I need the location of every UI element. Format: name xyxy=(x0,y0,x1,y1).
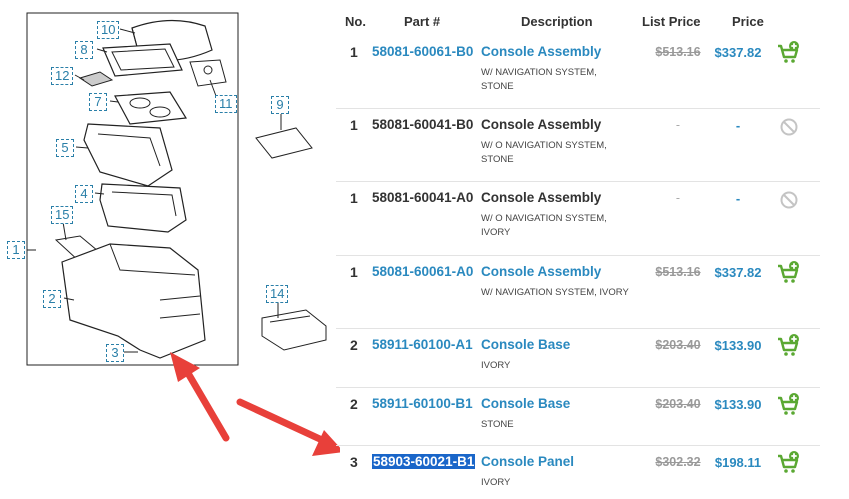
table-row: 1 58081-60041-A0 Console Assembly W/ O NAVI… xyxy=(336,182,820,256)
callout-5[interactable]: 5 xyxy=(56,139,74,157)
part-note: STONE xyxy=(481,419,514,430)
console-exploded-view xyxy=(26,12,340,456)
callout-7[interactable]: 7 xyxy=(89,93,107,111)
sale-price: $337.82 xyxy=(714,45,762,60)
part-note: W/ NAVIGATION SYSTEM, IVORY xyxy=(481,287,629,298)
annotation-arrow xyxy=(170,352,230,442)
cart-plus-icon[interactable] xyxy=(777,393,801,417)
callout-12[interactable]: 12 xyxy=(51,67,74,85)
callout-10[interactable]: 10 xyxy=(97,21,120,39)
part-number-link[interactable]: 58911-60100-A1 xyxy=(372,337,473,352)
table-row: 1 58081-60061-B0 Console Assembly W/ NAVIGA… xyxy=(336,36,820,109)
sale-price: - xyxy=(735,118,741,133)
list-price: $513.16 xyxy=(655,265,701,279)
list-price: $203.40 xyxy=(655,338,701,352)
callout-15[interactable]: 15 xyxy=(51,206,74,224)
row-number: 1 xyxy=(350,44,358,60)
part-note: W/ O NAVIGATION SYSTEM, STONE xyxy=(481,140,607,165)
part-number-link[interactable]: 58081-60061-A0 xyxy=(372,264,474,279)
list-price: $302.32 xyxy=(655,455,701,469)
description-link[interactable]: Console Base xyxy=(481,337,571,352)
description-link[interactable]: Console Assembly xyxy=(481,44,602,59)
description-link[interactable]: Console Assembly xyxy=(481,264,602,279)
row-number: 2 xyxy=(350,396,358,412)
part-number-link: 58081-60041-A0 xyxy=(372,190,474,205)
part-number-link[interactable]: 58081-60061-B0 xyxy=(372,44,474,59)
ban-icon xyxy=(777,187,801,211)
part-number-link[interactable]: 58903-60021-B1 xyxy=(372,454,476,469)
header-description: Description xyxy=(521,14,593,29)
callout-4[interactable]: 4 xyxy=(75,185,93,203)
header-part: Part # xyxy=(404,14,441,29)
description-link: Console Assembly xyxy=(481,117,602,132)
header-no: No. xyxy=(345,14,366,29)
callout-2[interactable]: 2 xyxy=(43,290,61,308)
callout-8[interactable]: 8 xyxy=(75,41,93,59)
cart-plus-icon[interactable] xyxy=(777,41,801,65)
sale-price: $133.90 xyxy=(714,338,762,353)
callout-14[interactable]: 14 xyxy=(266,285,289,303)
header-list-price: List Price xyxy=(642,14,701,29)
sale-price: $198.11 xyxy=(714,455,762,470)
table-row: 1 58081-60041-B0 Console Assembly W/ O NAVI… xyxy=(336,109,820,182)
list-price: $513.16 xyxy=(655,45,701,59)
callout-3[interactable]: 3 xyxy=(106,344,124,362)
ban-icon xyxy=(777,114,801,138)
annotation-arrow xyxy=(236,398,340,456)
row-number: 1 xyxy=(350,264,358,280)
header-price: Price xyxy=(732,14,764,29)
list-price: - xyxy=(675,191,681,205)
part-number-link[interactable]: 58911-60100-B1 xyxy=(372,396,473,411)
part-note: IVORY xyxy=(481,477,511,488)
callout-9[interactable]: 9 xyxy=(271,96,289,114)
row-number: 1 xyxy=(350,190,358,206)
sale-price: $133.90 xyxy=(714,397,762,412)
row-number: 2 xyxy=(350,337,358,353)
parts-diagram: 10 8 12 7 11 9 5 4 15 1 2 14 3 xyxy=(0,0,340,499)
cart-plus-icon[interactable] xyxy=(777,334,801,358)
table-row: 1 58081-60061-A0 Console Assembly W/ NAVIGA… xyxy=(336,256,820,329)
row-number: 1 xyxy=(350,117,358,133)
sale-price: - xyxy=(735,191,741,206)
sale-price: $337.82 xyxy=(714,265,762,280)
row-number: 3 xyxy=(350,454,358,470)
description-link[interactable]: Console Panel xyxy=(481,454,575,469)
description-link: Console Assembly xyxy=(481,190,602,205)
list-price: $203.40 xyxy=(655,397,701,411)
description-link[interactable]: Console Base xyxy=(481,396,571,411)
cart-plus-icon[interactable] xyxy=(777,261,801,285)
list-price: - xyxy=(675,118,681,132)
part-note: IVORY xyxy=(481,360,511,371)
part-number-link: 58081-60041-B0 xyxy=(372,117,474,132)
part-note: W/ NAVIGATION SYSTEM, STONE xyxy=(481,67,597,92)
part-note: W/ O NAVIGATION SYSTEM, IVORY xyxy=(481,213,607,238)
callout-11[interactable]: 11 xyxy=(215,95,237,113)
cart-plus-icon[interactable] xyxy=(777,451,801,475)
callout-1[interactable]: 1 xyxy=(7,241,25,259)
